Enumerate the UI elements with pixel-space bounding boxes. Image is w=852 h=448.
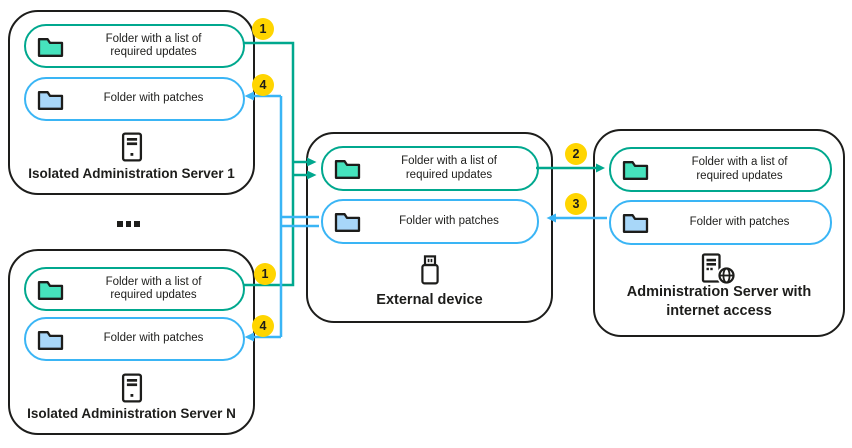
- usb-drive-icon: [420, 255, 439, 285]
- folder-patches-label: Folder with patches: [103, 332, 204, 345]
- folder-patches-icon: [334, 213, 361, 232]
- folder-patches-label: Folder with patches: [689, 215, 790, 228]
- server-globe-icon: [701, 253, 737, 286]
- more-servers-ellipsis-icon: [117, 221, 140, 227]
- server-icon: [121, 373, 142, 403]
- folder-updates-label: Folder with a list of required updates: [691, 156, 788, 182]
- folder-patches-label: Folder with patches: [103, 92, 204, 105]
- folder-patches-pill: Folder with patches: [609, 200, 832, 245]
- step-badge-1: 1: [254, 263, 276, 285]
- server-icon: [121, 132, 142, 162]
- folder-updates-icon: [334, 160, 361, 179]
- folder-updates-pill: Folder with a list of required updates: [321, 146, 539, 191]
- folder-updates-pill: Folder with a list of required updates: [24, 267, 245, 311]
- folder-updates-icon: [37, 37, 64, 57]
- node-label: Isolated Administration Server N: [27, 406, 236, 421]
- folder-updates-label: Folder with a list of required updates: [105, 32, 202, 59]
- folder-patches-label: Folder with patches: [399, 214, 499, 227]
- step-badge-2: 2: [565, 143, 587, 165]
- folder-patches-icon: [622, 214, 649, 233]
- node-label: External device: [376, 292, 483, 308]
- step-badge-1: 1: [252, 18, 274, 40]
- node-isolated-server-1: Folder with a list of required updates F…: [8, 10, 255, 195]
- folder-updates-pill: Folder with a list of required updates: [24, 24, 245, 68]
- node-label: Isolated Administration Server 1: [28, 166, 235, 181]
- folder-patches-pill: Folder with patches: [24, 77, 245, 121]
- folder-updates-icon: [37, 280, 64, 300]
- folder-updates-pill: Folder with a list of required updates: [609, 147, 832, 192]
- node-isolated-server-n: Folder with a list of required updates F…: [8, 249, 255, 435]
- folder-updates-label: Folder with a list of required updates: [401, 155, 497, 181]
- folder-patches-icon: [37, 330, 64, 350]
- folder-patches-pill: Folder with patches: [321, 199, 539, 244]
- folder-updates-icon: [622, 161, 649, 180]
- folder-patches-pill: Folder with patches: [24, 317, 245, 361]
- step-badge-4: 4: [252, 315, 274, 337]
- step-badge-3: 3: [565, 193, 587, 215]
- step-badge-4: 4: [252, 74, 274, 96]
- node-external-device: Folder with a list of required updates F…: [306, 132, 553, 323]
- node-admin-server-internet: Folder with a list of required updates F…: [593, 129, 845, 337]
- node-label: Administration Server with internet acce…: [626, 284, 812, 319]
- folder-updates-label: Folder with a list of required updates: [105, 275, 202, 302]
- folder-patches-icon: [37, 90, 64, 110]
